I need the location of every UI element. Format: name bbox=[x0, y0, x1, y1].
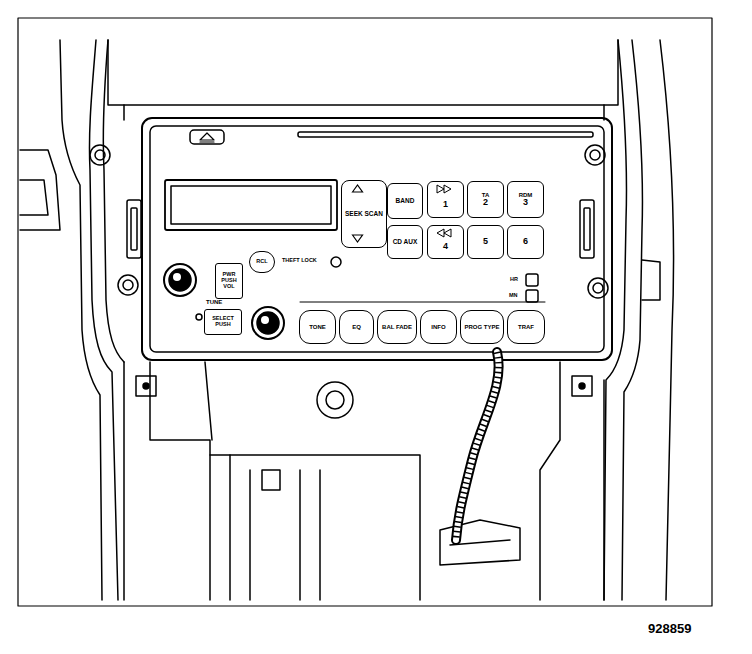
button-label: 2 bbox=[470, 198, 501, 207]
button-label: 4 bbox=[430, 242, 461, 251]
radio-button: RCL bbox=[249, 251, 275, 273]
button-label: SEEK SCAN bbox=[344, 211, 384, 218]
radio-button: 1 bbox=[427, 181, 464, 218]
radio-button: 4 bbox=[427, 225, 464, 259]
radio-button: INFO bbox=[420, 310, 457, 344]
panel-label: THEFT LOCK bbox=[282, 258, 317, 264]
radio-button: TONE bbox=[299, 310, 336, 344]
button-label: EQ bbox=[342, 324, 371, 330]
button-label: 3 bbox=[510, 198, 541, 207]
button-label: PWR PUSH VOL bbox=[218, 272, 240, 289]
radio-button: CD AUX bbox=[387, 225, 423, 259]
radio-button: RDM3 bbox=[507, 181, 544, 218]
radio-button: TA2 bbox=[467, 181, 504, 218]
radio-button: BAND bbox=[387, 183, 423, 219]
button-label: RCL bbox=[252, 259, 272, 265]
panel-label: HR bbox=[510, 277, 518, 283]
button-label: BAND bbox=[390, 198, 420, 205]
button-label: INFO bbox=[423, 324, 454, 330]
button-label: 5 bbox=[470, 237, 501, 246]
button-label: 6 bbox=[510, 237, 541, 246]
radio-button: BAL FADE bbox=[377, 310, 417, 344]
radio-button: 5 bbox=[467, 225, 504, 259]
button-label: SELECT PUSH bbox=[207, 316, 239, 328]
button-label: TONE bbox=[302, 324, 333, 330]
radio-button: SELECT PUSH bbox=[204, 309, 242, 335]
radio-button: TRAF bbox=[507, 310, 545, 344]
panel-label: MN bbox=[509, 293, 518, 299]
radio-button: SEEK SCAN bbox=[341, 180, 387, 248]
radio-button: PROG TYPE bbox=[460, 310, 504, 344]
button-label: PROG TYPE bbox=[463, 324, 501, 330]
panel-label: TUNE bbox=[206, 299, 222, 305]
radio-button: 6 bbox=[507, 225, 544, 259]
radio-button: EQ bbox=[339, 310, 374, 344]
figure-number: 928859 bbox=[648, 622, 691, 635]
button-label: TRAF bbox=[510, 324, 542, 330]
button-label: 1 bbox=[430, 200, 461, 209]
radio-button: PWR PUSH VOL bbox=[215, 263, 243, 299]
button-label: BAL FADE bbox=[380, 324, 414, 330]
button-label: CD AUX bbox=[390, 239, 420, 246]
